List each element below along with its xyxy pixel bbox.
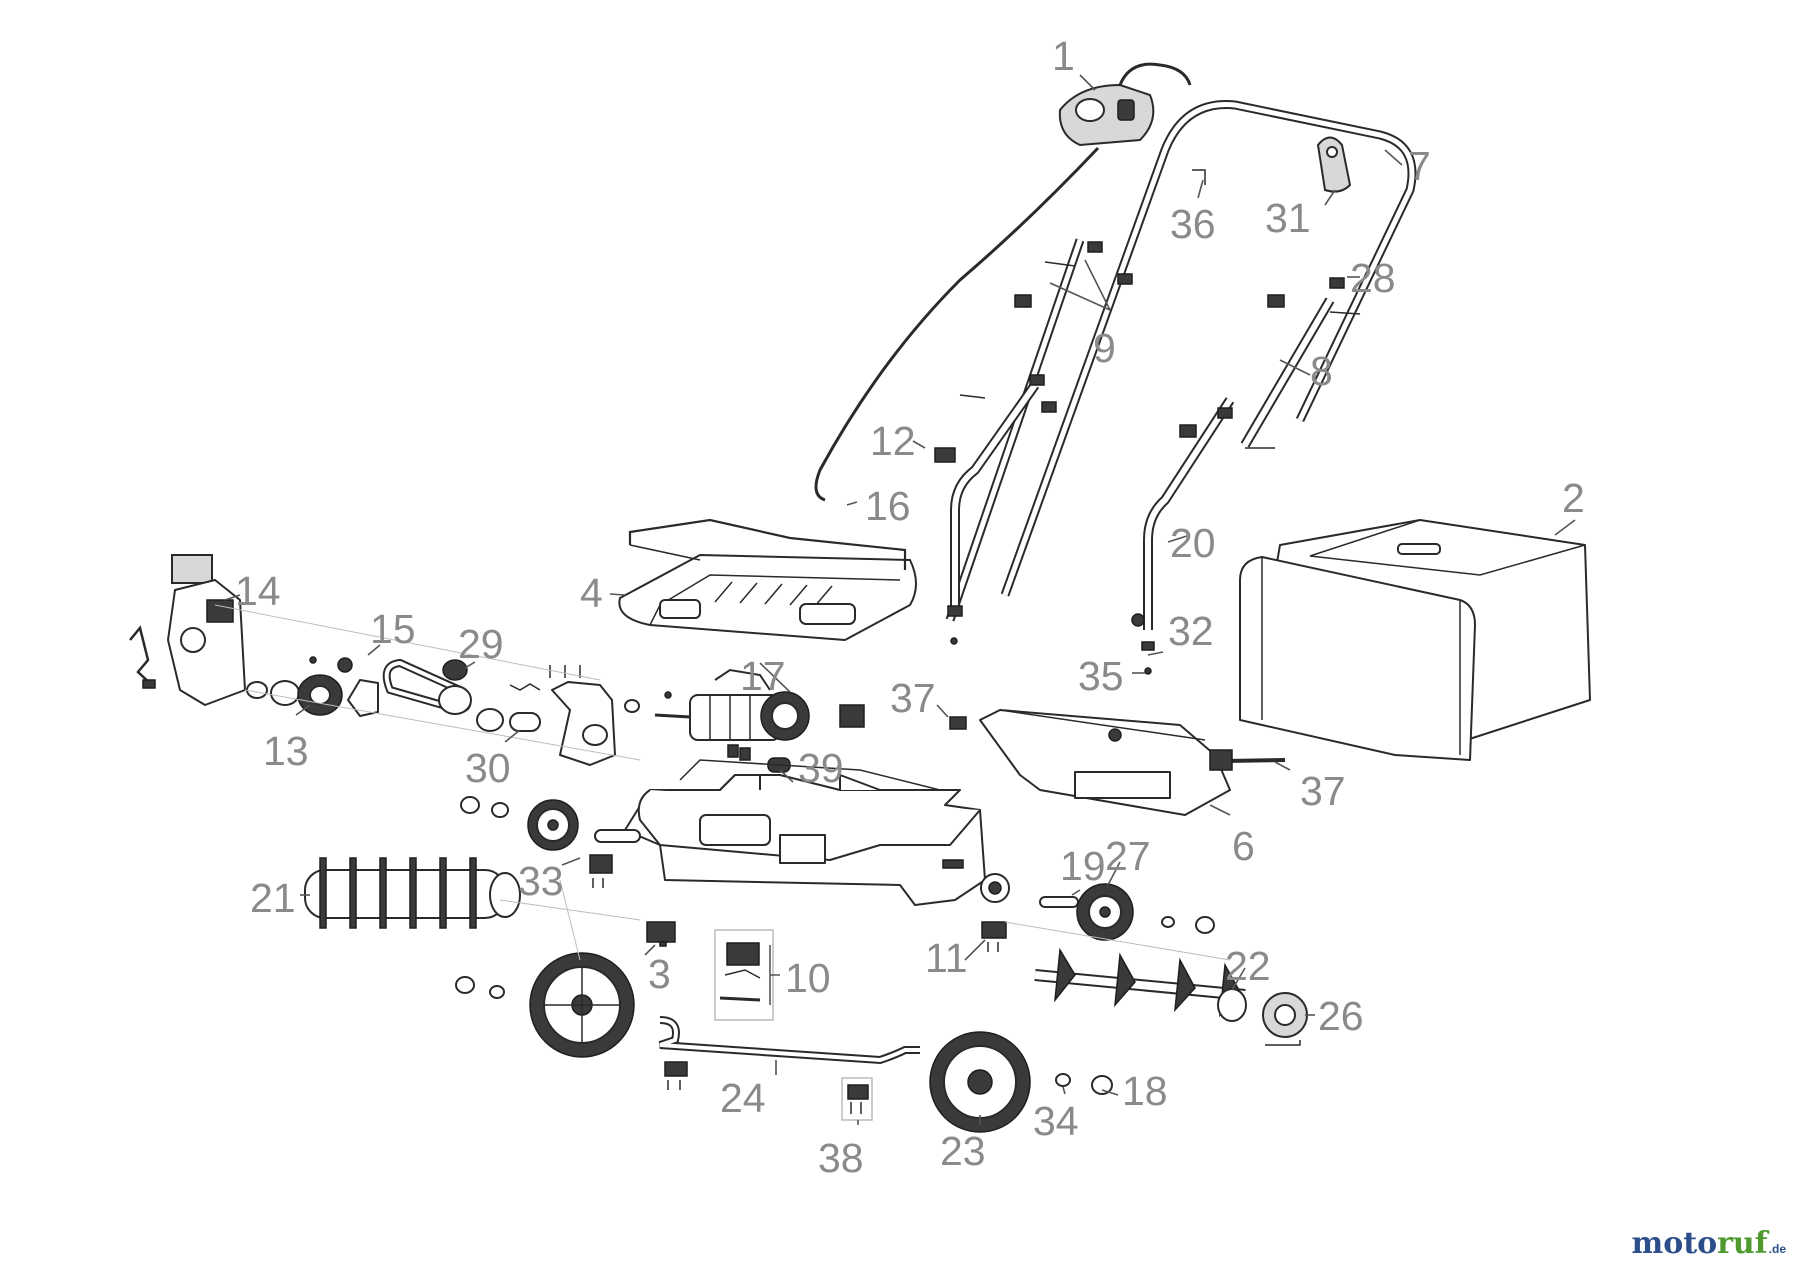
top-cover xyxy=(618,518,917,641)
callout-19: 19 xyxy=(1060,843,1106,889)
scarifier-roller-right xyxy=(1034,947,1308,1046)
wheel-rear-right xyxy=(929,1031,1113,1133)
callout-4: 4 xyxy=(580,570,603,616)
callout-leaders xyxy=(224,74,1576,1125)
belt-cover xyxy=(129,554,246,706)
callout-10: 10 xyxy=(785,955,831,1001)
deck-brackets xyxy=(646,859,1007,1021)
lower-handle-right xyxy=(1141,297,1335,651)
wheel-rear-left xyxy=(455,952,635,1058)
callout-14: 14 xyxy=(235,568,281,614)
callout-35: 35 xyxy=(1078,653,1124,699)
callout-17: 17 xyxy=(740,653,786,699)
callout-26: 26 xyxy=(1318,993,1364,1039)
callout-6: 6 xyxy=(1232,823,1255,869)
callout-11: 11 xyxy=(925,935,968,981)
callout-16: 16 xyxy=(865,483,911,529)
brand-part-2: ruf xyxy=(1717,1226,1768,1261)
callout-29: 29 xyxy=(458,621,504,667)
motor-mount xyxy=(549,665,640,766)
callout-24: 24 xyxy=(720,1075,766,1121)
callout-7: 7 xyxy=(1408,143,1431,189)
grass-box xyxy=(1239,519,1591,761)
callout-9: 9 xyxy=(1093,325,1116,371)
wheel-front-left-small xyxy=(527,799,579,851)
callout-1: 1 xyxy=(1052,33,1075,79)
callout-30: 30 xyxy=(465,745,511,791)
assembly-guide-lines xyxy=(214,604,1231,961)
tine-roller-left xyxy=(304,796,641,929)
main-deck xyxy=(624,759,1010,906)
callout-23: 23 xyxy=(940,1128,986,1174)
rear-flap xyxy=(949,709,1286,816)
callout-8: 8 xyxy=(1310,348,1333,394)
callout-31: 31 xyxy=(1265,195,1311,241)
brand-suffix: .de xyxy=(1768,1242,1786,1256)
belt-pulleys xyxy=(246,656,541,732)
cable-clip xyxy=(1316,136,1352,193)
lower-handle-left xyxy=(947,382,1040,617)
brand-part-1: moto xyxy=(1631,1226,1718,1261)
callout-37b: 37 xyxy=(1300,768,1346,814)
callout-22: 22 xyxy=(1225,943,1271,989)
callout-15: 15 xyxy=(370,606,416,652)
callout-32: 32 xyxy=(1168,608,1214,654)
callout-37a: 37 xyxy=(890,675,936,721)
motor xyxy=(654,668,865,773)
callout-36: 36 xyxy=(1170,201,1216,247)
callout-3: 3 xyxy=(648,951,671,997)
handle-clamps xyxy=(934,169,1361,675)
callout-33: 33 xyxy=(518,858,564,904)
callout-39: 39 xyxy=(798,745,844,791)
callout-13: 13 xyxy=(263,728,309,774)
callout-18: 18 xyxy=(1122,1068,1168,1114)
callout-labels: 1 2 3 4 6 7 8 9 10 11 12 13 14 15 16 17 … xyxy=(235,33,1585,1181)
callout-38: 38 xyxy=(818,1135,864,1181)
rear-axle xyxy=(658,1016,920,1121)
callout-20: 20 xyxy=(1170,520,1216,566)
callout-28: 28 xyxy=(1350,255,1396,301)
callout-2: 2 xyxy=(1562,475,1585,521)
callout-27: 27 xyxy=(1105,833,1151,879)
callout-21: 21 xyxy=(250,875,296,921)
upper-handle xyxy=(945,100,1417,622)
callout-12: 12 xyxy=(870,418,916,464)
callout-34: 34 xyxy=(1033,1098,1079,1144)
wheel-front-right-small xyxy=(1039,883,1215,941)
switch-box xyxy=(814,62,1192,502)
